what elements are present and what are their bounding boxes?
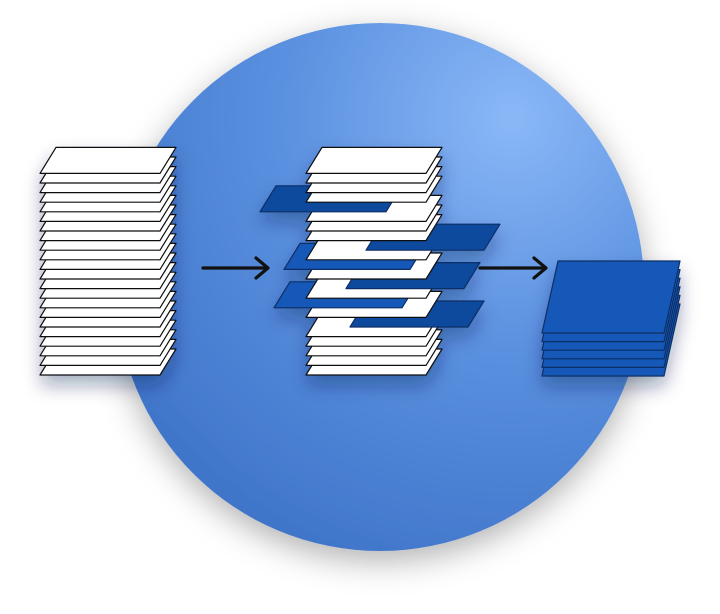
arrow-head	[532, 256, 548, 280]
paper-sheet-icon	[39, 146, 177, 174]
selection-stack	[259, 146, 501, 376]
highlighted-sheet-icon	[541, 260, 681, 334]
arrow-right-icon	[201, 256, 270, 280]
arrow-head	[254, 256, 270, 280]
arrow-right-icon	[478, 256, 548, 280]
paper-sheet-icon	[305, 146, 443, 174]
selected-stack	[541, 260, 681, 377]
unsorted-stack	[39, 146, 177, 376]
